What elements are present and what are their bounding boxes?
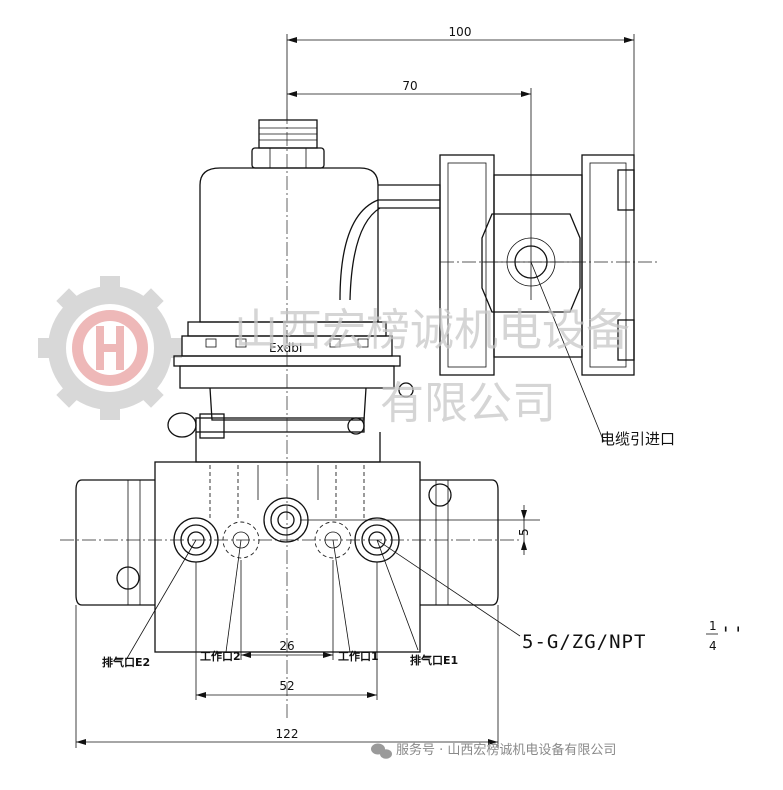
dim-100-label: 100: [449, 25, 472, 39]
dim-52-label: 52: [279, 679, 294, 693]
dimension-5: 5: [300, 505, 540, 555]
footer-text: 服务号 · 山西宏榜诚机电设备有限公司: [396, 742, 616, 758]
port-spec-main: 5-G/ZG/NPT: [522, 631, 646, 653]
dim-122-label: 122: [276, 727, 299, 741]
dimension-52: 52: [195, 562, 378, 700]
port-work-1: [314, 521, 352, 559]
label-exhaust-e2: 排气口E2: [102, 655, 150, 669]
port-spec-numerator: 1: [709, 619, 717, 633]
company-logo-watermark: [38, 276, 182, 420]
dimension-70: 70: [287, 79, 532, 300]
dim-70-label: 70: [402, 79, 417, 93]
cable-entry-leader: [530, 261, 605, 443]
watermark-line-2: 有限公司: [380, 378, 556, 429]
dimension-122: 122: [75, 605, 499, 748]
port-work-2: [222, 521, 260, 559]
wechat-icon: [371, 743, 392, 759]
port-spec-inch: '': [720, 623, 745, 645]
port-spec-denominator: 4: [709, 639, 717, 653]
dim-26-label: 26: [279, 639, 294, 653]
port-spec: 5-G/ZG/NPT 1 4 '': [522, 619, 745, 653]
explosion-proof-mark: ExdbI: [269, 341, 302, 355]
footer: 服务号 · 山西宏榜诚机电设备有限公司: [371, 742, 616, 759]
label-work-port-1: 工作口1: [338, 649, 379, 663]
port-leaders: [125, 539, 521, 661]
label-work-port-2: 工作口2: [200, 649, 241, 663]
label-exhaust-e1: 排气口E1: [410, 653, 458, 667]
dimension-100: 100: [286, 25, 635, 160]
cable-entry-label: 电缆引进口: [600, 430, 675, 448]
valve-body: [60, 461, 520, 653]
watermark-line-1: 山西宏榜诚机电设备: [234, 305, 630, 356]
dimension-26: 26: [240, 560, 334, 660]
dim-5-label: 5: [517, 528, 531, 536]
